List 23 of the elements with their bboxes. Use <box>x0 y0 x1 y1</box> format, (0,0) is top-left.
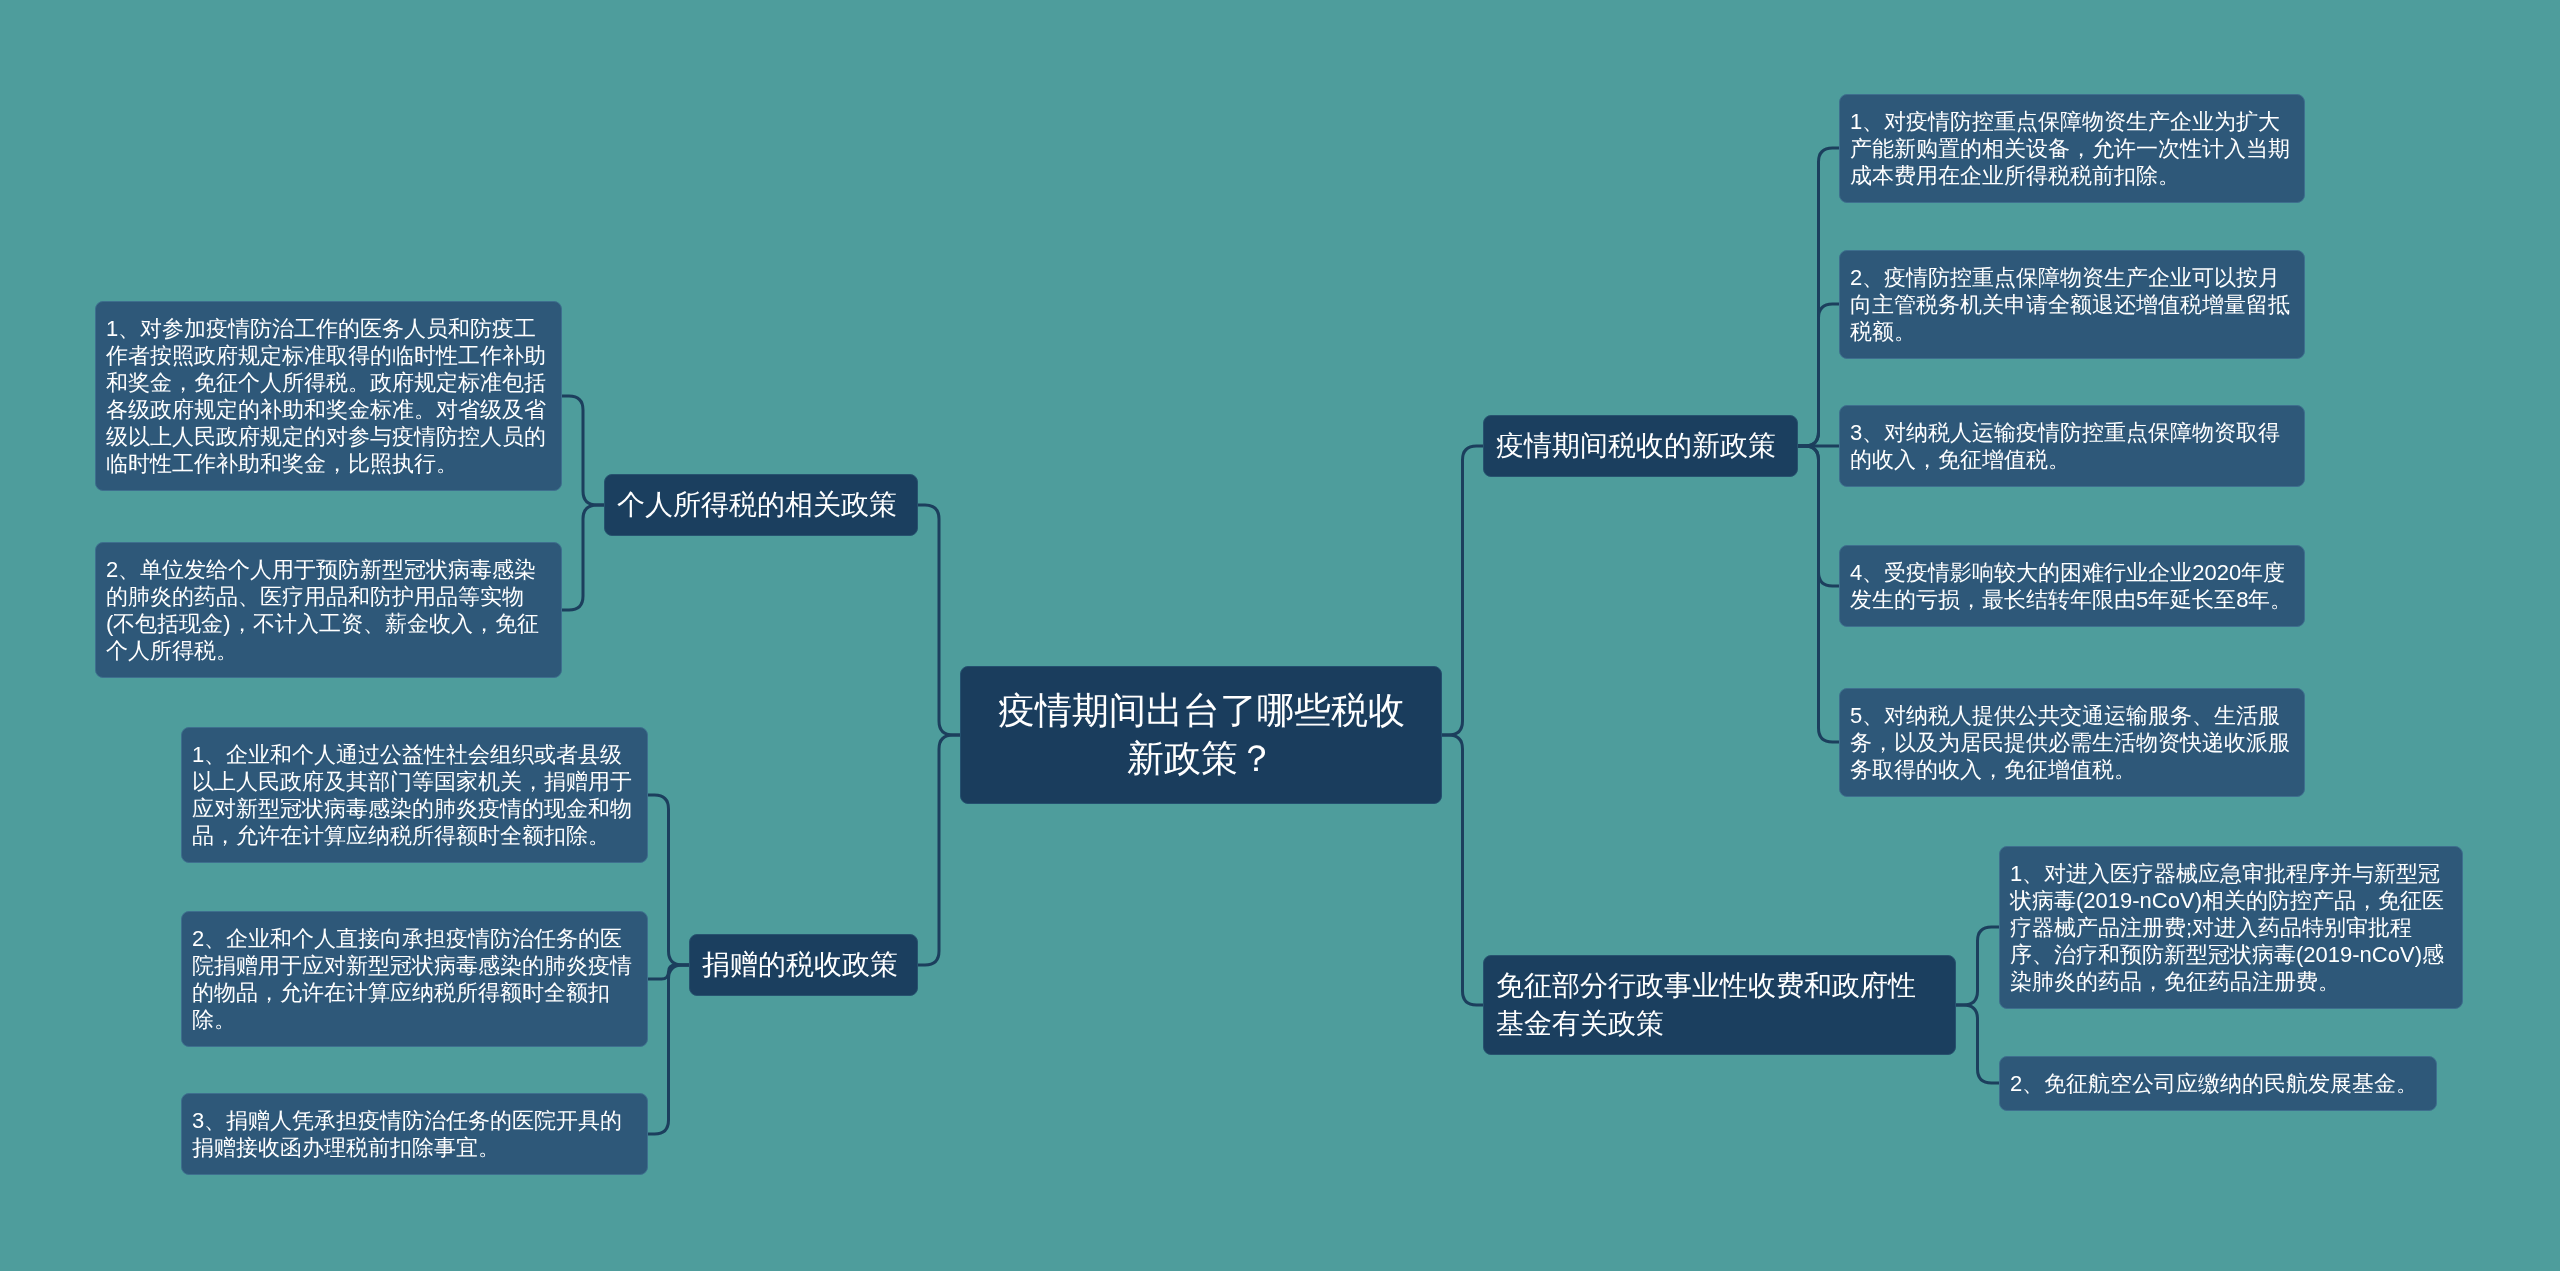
connector-line <box>562 503 604 612</box>
connector-line <box>1956 1003 1999 1085</box>
connector-line <box>1798 444 1839 744</box>
subtopic-box: 1、对疫情防控重点保障物资生产企业为扩大产能新购置的相关设备，允许一次性计入当期成本费用在企业所得税税前扣除。 <box>1839 93 2305 203</box>
topic-box: 捐赠的税收政策 <box>689 934 918 996</box>
topic-box: 免征部分行政事业性收费和政府性基金有关政策 <box>1483 955 1956 1055</box>
subtopic-box: 5、对纳税人提供公共交通运输服务、生活服务，以及为居民提供必需生活物资快递收派服务取得的收入，免征增值税。 <box>1839 687 2305 797</box>
subtopic-box: 2、疫情防控重点保障物资生产企业可以按月向主管税务机关申请全额退还增值税增量留抵税额。 <box>1839 249 2305 359</box>
subtopic-box: 4、受疫情影响较大的困难行业企业2020年度发生的亏损，最长结转年限由5年延长至8年。 <box>1839 545 2305 627</box>
subtopic-box: 3、捐赠人凭承担疫情防治任务的医院开具的捐赠接收函办理税前扣除事宜。 <box>181 1093 648 1175</box>
topic-box: 疫情期间税收的新政策 <box>1483 415 1798 477</box>
subtopic-box: 2、免征航空公司应缴纳的民航发展基金。 <box>1999 1055 2437 1111</box>
subtopic-box: 2、企业和个人直接向承担疫情防治任务的医院捐赠用于应对新型冠状病毒感染的肺炎疫情的物品，允许在计算应纳税所得额时全额扣除。 <box>181 911 648 1047</box>
topic-box: 个人所得税的相关政策 <box>604 474 918 536</box>
connector-line <box>648 963 689 1136</box>
subtopic-box: 3、对纳税人运输疫情防控重点保障物资取得的收入，免征增值税。 <box>1839 405 2305 487</box>
subtopic-box: 1、企业和个人通过公益性社会组织或者县级以上人民政府及其部门等国家机关，捐赠用于应对新型冠状病毒感染的肺炎疫情的现金和物品，允许在计算应纳税所得额时全额扣除。 <box>181 727 648 863</box>
connector-line <box>918 733 960 967</box>
connector-line <box>1442 733 1483 1007</box>
subtopic-box: 1、对进入医疗器械应急审批程序并与新型冠状病毒(2019-nCoV)相关的防控产品，免征医疗器械产品注册费;对进入药品特别审批程序、治疗和预防新型冠状病毒(2019-nCoV)感染肺炎的药品，免征药品注册费。 <box>1999 845 2463 1009</box>
central-topic-box: 疫情期间出台了哪些税收新政策？ <box>960 666 1442 804</box>
subtopic-box: 1、对参加疫情防治工作的医务人员和防疫工作者按照政府规定标准取得的临时性工作补助和奖金，免征个人所得税。政府规定标准包括各级政府规定的补助和奖金标准。对省级及省级以上人民政府规定的对参与疫情防控人员的临时性工作补助和奖金，比照执行。 <box>95 301 562 491</box>
subtopic-box: 2、单位发给个人用于预防新型冠状病毒感染的肺炎的药品、医疗用品和防护用品等实物(不包括现金)，不计入工资、薪金收入，免征个人所得税。 <box>95 542 562 678</box>
